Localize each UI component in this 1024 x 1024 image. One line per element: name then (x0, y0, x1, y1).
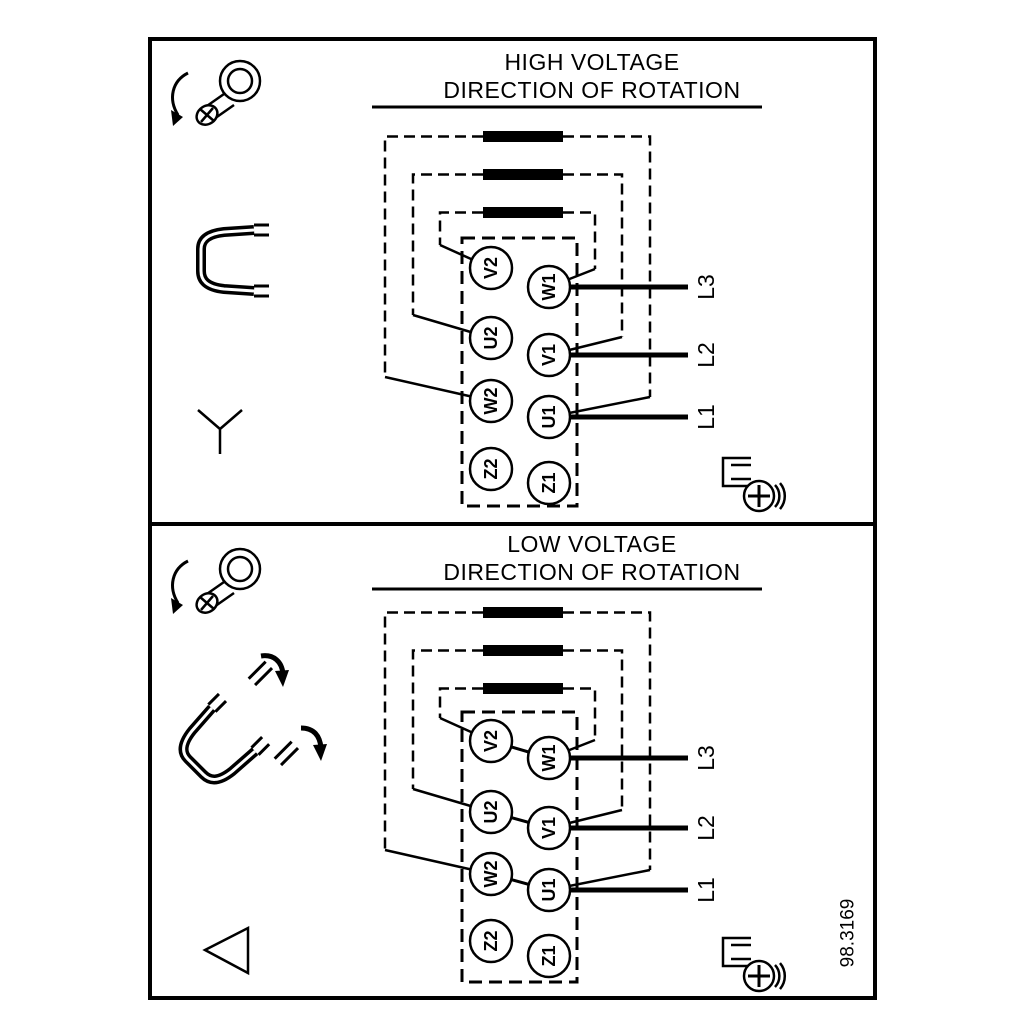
move-arrow-icon (260, 653, 289, 687)
wiring-dashed (383, 135, 652, 397)
wiring-dashed (383, 611, 652, 870)
terminal-u1: U1 (526, 394, 572, 440)
supply-line-labels: L3 L2 L1 (693, 745, 719, 903)
terminal-label: U2 (481, 800, 501, 823)
diagram-frame (148, 37, 877, 1000)
terminal-v1: V1 (526, 332, 572, 378)
low-voltage-panel: LOW VOLTAGE DIRECTION OF ROTATION (171, 531, 859, 993)
panel-subtitle: DIRECTION OF ROTATION (443, 77, 740, 103)
terminal-screw-icon (721, 456, 787, 513)
terminal-block: V2 W1 U2 V1 W2 U1 (460, 236, 579, 508)
panel-subtitle: DIRECTION OF ROTATION (443, 559, 740, 585)
terminal-label: W1 (539, 274, 559, 301)
terminal-label: V1 (539, 817, 559, 839)
terminal-jumper-bars (483, 131, 563, 218)
terminal-z2: Z2 (468, 446, 514, 492)
terminal-u2: U2 (468, 315, 514, 361)
terminal-label: U1 (539, 405, 559, 428)
supply-label-l2: L2 (693, 815, 719, 841)
fork-terminal-icon (247, 660, 274, 687)
supply-label-l3: L3 (693, 745, 719, 771)
terminal-label: Z1 (539, 945, 559, 966)
terminal-block: V2 W1 U2 V1 W2 U1 (460, 710, 579, 984)
terminal-label: V2 (481, 730, 501, 752)
delta-symbol (202, 925, 250, 976)
terminal-z2: Z2 (468, 918, 514, 964)
terminal-z1: Z1 (526, 460, 572, 506)
jumper-link-icon (196, 223, 269, 298)
panel-title: LOW VOLTAGE (507, 531, 677, 557)
jumper-reposition-icon (178, 653, 327, 785)
terminal-label: V2 (481, 257, 501, 279)
terminal-w1: W1 (526, 264, 572, 310)
supply-label-l1: L1 (693, 877, 719, 903)
terminal-w2: W2 (468, 378, 514, 424)
terminal-u1: U1 (526, 867, 572, 913)
terminal-v2: V2 (468, 718, 514, 764)
high-voltage-panel: HIGH VOLTAGE DIRECTION OF ROTATION (171, 49, 787, 513)
screw-rotation-icon (171, 547, 262, 614)
terminal-label: Z1 (539, 472, 559, 493)
terminal-label: W2 (481, 861, 501, 888)
terminal-label: U2 (481, 326, 501, 349)
panel-divider (148, 522, 877, 526)
screw-rotation-icon (171, 59, 262, 126)
fork-terminal-icon (273, 740, 300, 767)
terminal-label: V1 (539, 344, 559, 366)
supply-label-l3: L3 (693, 274, 719, 300)
terminal-label: U1 (539, 878, 559, 901)
terminal-v2: V2 (468, 245, 514, 291)
terminal-label: Z2 (481, 930, 501, 951)
terminal-w2: W2 (468, 851, 514, 897)
move-arrow-icon (300, 725, 327, 761)
terminal-label: Z2 (481, 458, 501, 479)
star-symbol (197, 409, 243, 454)
supply-label-l1: L1 (693, 404, 719, 430)
terminal-label: W1 (539, 745, 559, 772)
terminal-label: W2 (481, 388, 501, 415)
drawing-number: 98.3169 (838, 899, 859, 968)
terminal-screw-icon (721, 936, 787, 993)
terminal-w1: W1 (526, 735, 572, 781)
supply-label-l2: L2 (693, 342, 719, 368)
terminal-z1: Z1 (526, 933, 572, 979)
terminal-u2: U2 (468, 789, 514, 835)
panel-title: HIGH VOLTAGE (504, 49, 679, 75)
terminal-v1: V1 (526, 805, 572, 851)
terminal-jumper-bars (483, 607, 563, 694)
supply-line-labels: L3 L2 L1 (693, 274, 719, 430)
